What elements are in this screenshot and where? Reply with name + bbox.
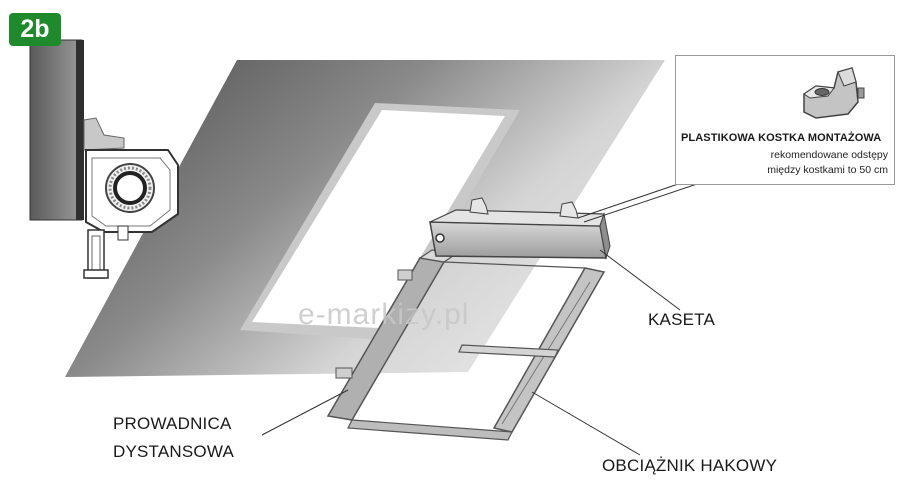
callout-title: PLASTIKOWA KOSTKA MONTAŻOWA [681,132,882,144]
callout-lines [261,179,701,456]
roof-plane [65,60,665,377]
mounting-block-1 [469,197,489,215]
awning-assembly [326,197,611,441]
callout-note-line2: między kostkami to 50 cm [767,164,888,176]
label-prowadnica-line2: DYSTANSOWA [113,442,235,461]
label-prowadnica-line1: PROWADNICA [113,414,232,433]
side-profile-detail [29,39,179,279]
cassette-box [429,221,607,259]
mounting-block-2 [559,201,579,219]
step-badge: 2b [9,13,61,46]
label-obciaznik: OBCIĄŻNIK HAKOWY [602,456,778,475]
hook-weight-bar [458,344,559,358]
callout-note-line1: rekomendowane odstępy [770,149,888,161]
mounting-block-callout: PLASTIKOWA KOSTKA MONTAŻOWA rekomendowan… [675,55,895,185]
label-kaseta: KASETA [648,310,716,329]
watermark: e-markizy.pl [298,298,470,331]
mounting-block-icon [803,67,865,119]
